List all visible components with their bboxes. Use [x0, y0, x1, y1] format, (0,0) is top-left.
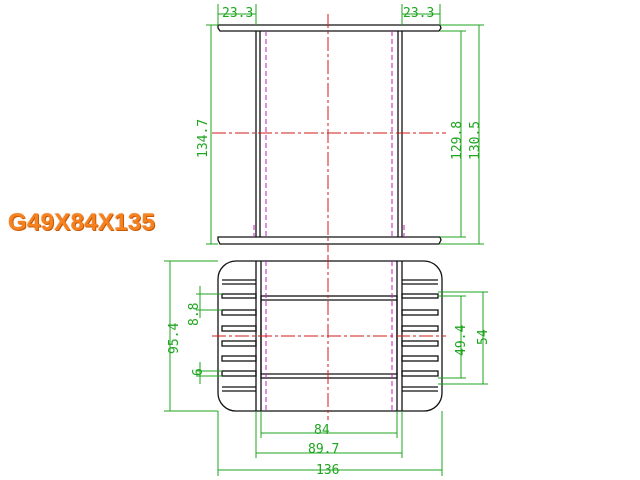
mid-width-label: 89.7: [308, 442, 339, 457]
core-window: [260, 295, 398, 379]
slot-pitch-label: 8.8: [187, 303, 202, 326]
inner-height-2-label: 130.5: [468, 121, 483, 160]
overall-height-dimension: 134.7: [196, 24, 218, 245]
inner-width-label: 84: [314, 423, 330, 438]
top-flange: [217, 24, 442, 32]
overall-width-label: 136: [316, 463, 339, 478]
part-title: G49X84X135: [8, 209, 156, 236]
flange-dimension-left: 23.3: [217, 4, 257, 25]
window-height-label: 49.4: [454, 325, 469, 356]
inner-height-dimension: 129.8 130.5: [440, 24, 484, 245]
left-pin-slots: [221, 279, 257, 392]
flange-right-label: 23.3: [403, 6, 434, 21]
base-height-label: 95.4: [167, 323, 182, 354]
window-outer-label: 54: [476, 329, 491, 345]
top-view: [212, 255, 446, 420]
flange-left-label: 23.3: [222, 6, 253, 21]
overall-height-label: 134.7: [196, 119, 211, 158]
bottom-flange: [217, 236, 442, 245]
base-height-dimension: 95.4: [164, 260, 218, 412]
width-dimensions: 84 89.7 136: [217, 411, 443, 478]
inner-height-1-label: 129.8: [450, 121, 465, 160]
flange-dimension-right: 23.3: [401, 4, 441, 25]
slot-pitch-dimension: 8.8: [187, 286, 222, 326]
slot-width-label: 6: [191, 368, 206, 376]
window-dimension: 49.4 54: [438, 291, 491, 385]
front-view: [212, 14, 446, 252]
slot-width-dimension: 6: [191, 362, 222, 384]
